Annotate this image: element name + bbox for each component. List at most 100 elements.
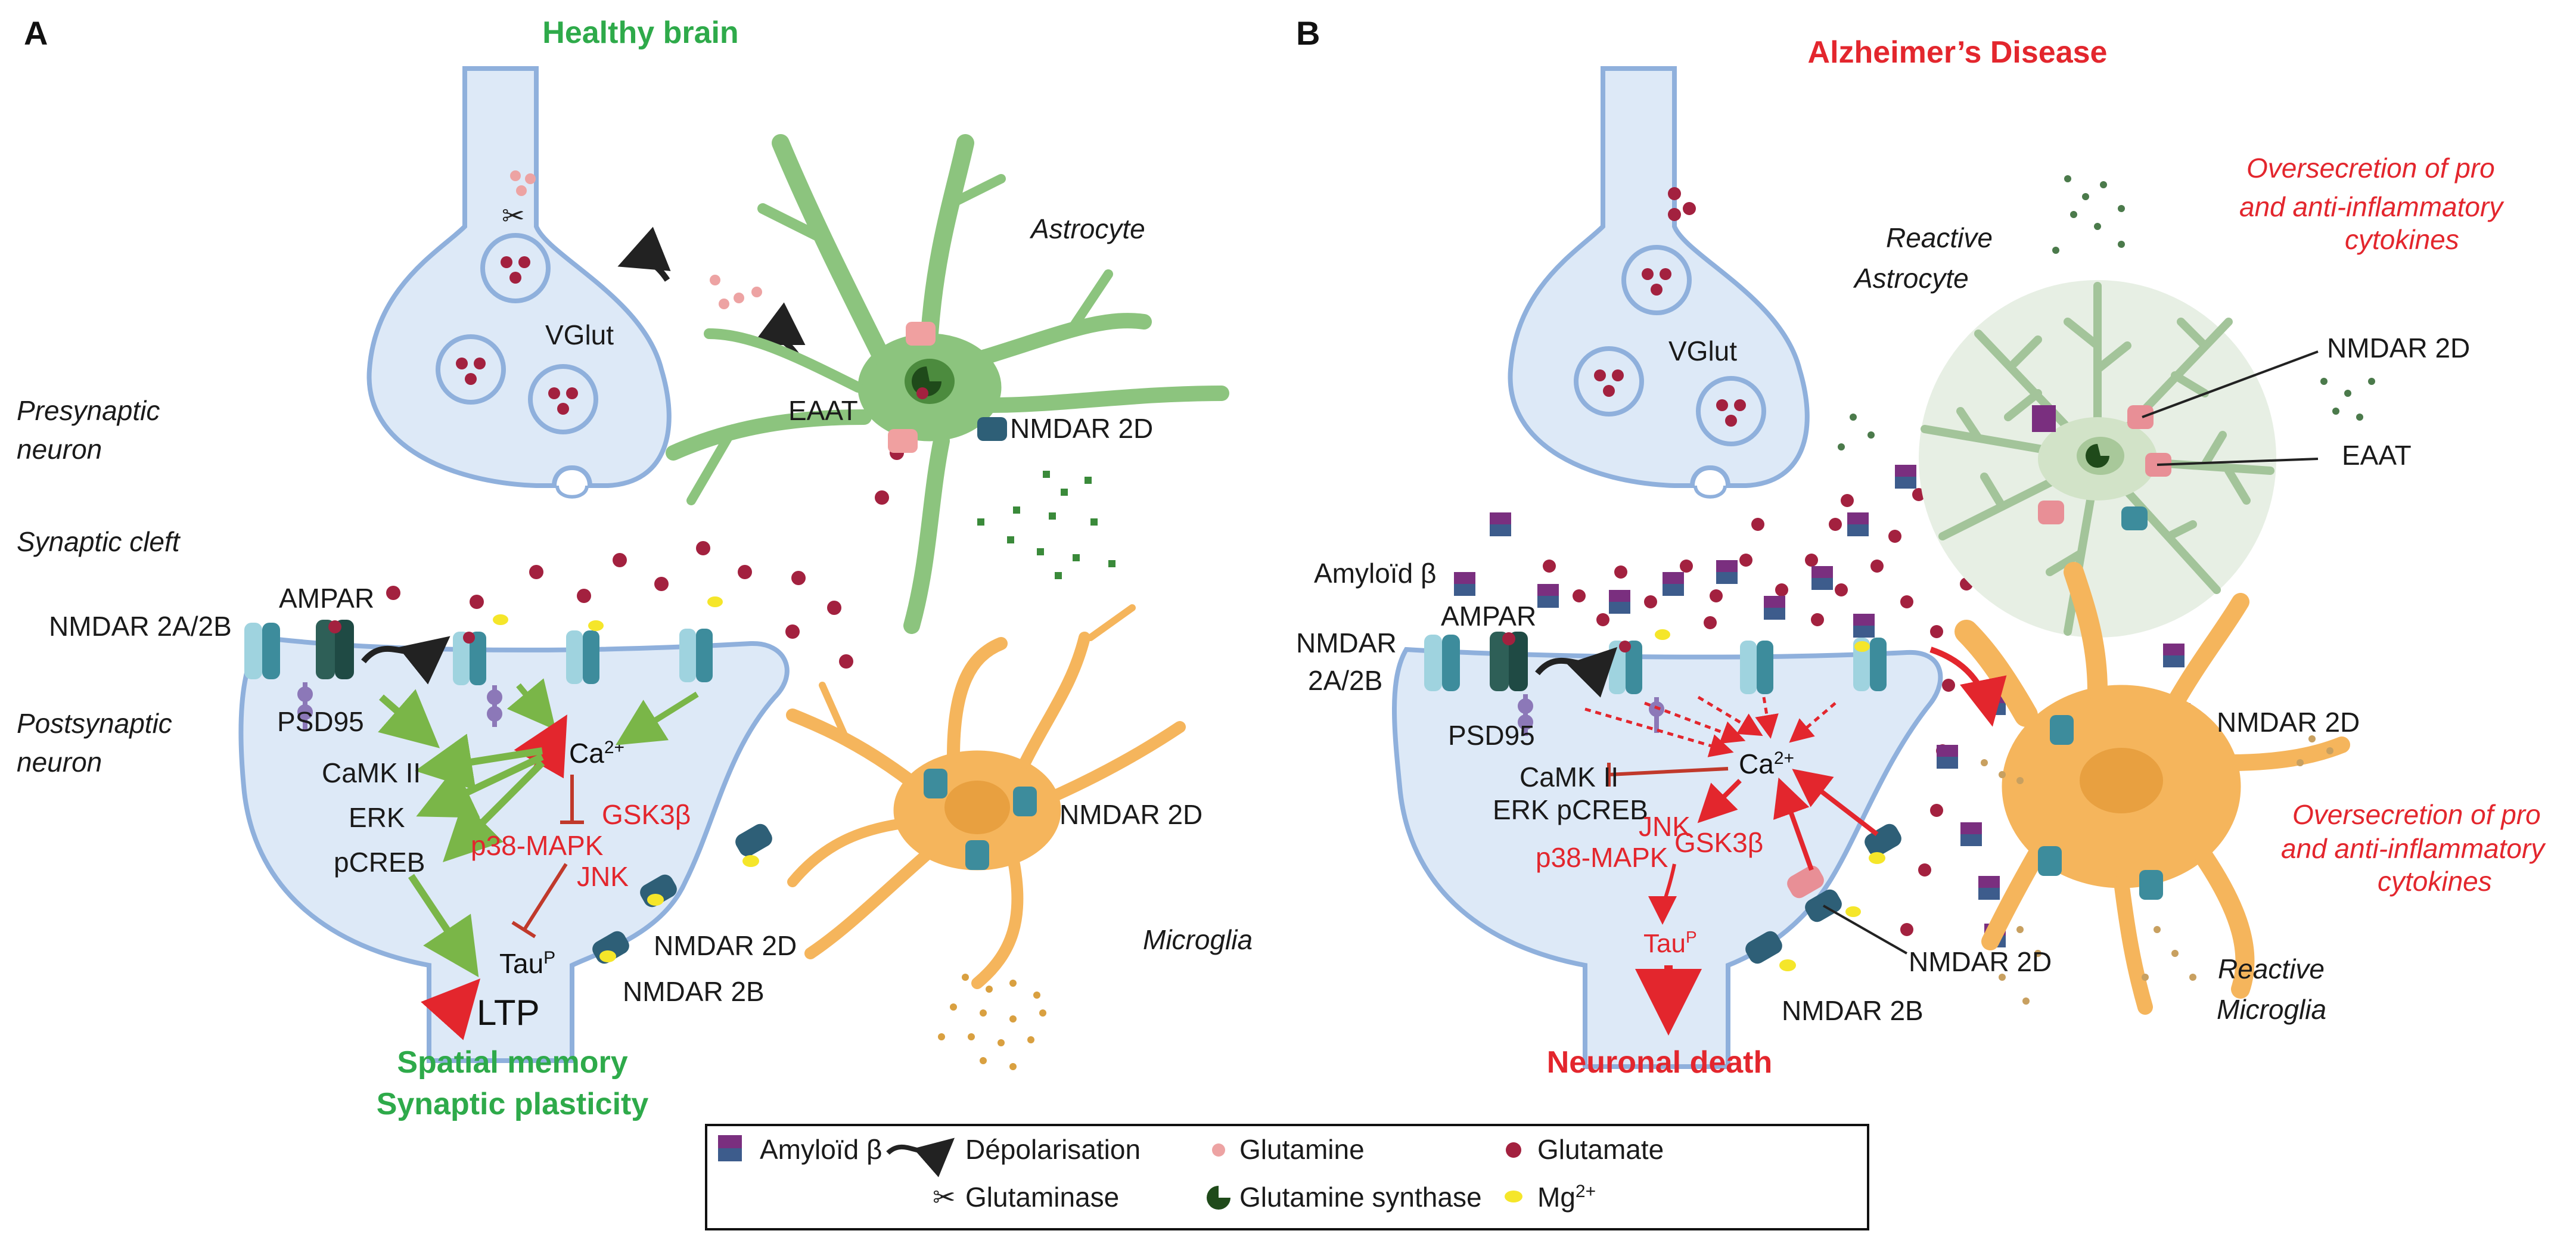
nmdar-2d-pointer (2142, 350, 2319, 418)
nmdar-2b-receptor (592, 931, 629, 964)
ampar-receptor (1490, 632, 1528, 691)
mg-ion (1854, 641, 1870, 652)
postsynaptic-label-2: neuron (17, 747, 102, 778)
mg-ion (588, 620, 604, 631)
legend: Amyloïd β Dépolarisation Glutamine Gluta… (705, 1124, 1869, 1230)
glutamate-cluster (386, 446, 904, 669)
postsynaptic-label: Postsynaptic (17, 708, 172, 739)
ca-rise-arrows (1697, 769, 1879, 871)
panel-b: B Alzheimer’s Disease VGlut (1296, 14, 2546, 1080)
eaat-label: EAAT (788, 395, 858, 426)
reactive-microglia-label: Reactive (2218, 953, 2325, 984)
ca-label: Ca2+ (1739, 748, 1794, 779)
legend-glutamine-synthase: Glutamine synthase (1239, 1182, 1482, 1213)
neuronal-death-label: Neuronal death (1547, 1045, 1773, 1080)
nmdar-receptor (679, 629, 713, 682)
nmdar-2a2b-receptor (244, 623, 280, 679)
camk-label: CaMK II (322, 757, 421, 788)
reactive-astrocyte-cell (1919, 280, 2276, 638)
glutamine-dot (510, 170, 521, 181)
glutamine-dot (751, 287, 762, 297)
ltp-arrow (421, 978, 481, 1040)
nmdar-2a2b-label: NMDAR (1296, 627, 1397, 658)
mg-legend-icon (1505, 1191, 1522, 1202)
nmdar-2d-astro-label: NMDAR 2D (2327, 332, 2470, 363)
nmdar-2b-receptor (1745, 931, 1796, 971)
gsk-label: GSK3β (602, 799, 691, 830)
legend-glutaminase: Glutaminase (965, 1182, 1119, 1213)
glutaminase-legend-icon: ✂ (933, 1182, 956, 1213)
p38-label: p38-MAPK (1536, 842, 1668, 873)
psd95-scaffold (297, 682, 502, 730)
oversecretion-micro-3: cytokines (2378, 866, 2492, 897)
nmdar-2d-receptor (924, 769, 947, 798)
nmdar-receptor (566, 630, 599, 684)
vglut-label: VGlut (1668, 335, 1737, 366)
nmdar-2d-receptor (977, 417, 1007, 441)
nmdar-receptor (1609, 641, 1642, 694)
nmdar-2d-receptor (1013, 787, 1037, 816)
vesicle (528, 364, 598, 434)
presynaptic-label-2: neuron (17, 434, 102, 465)
panel-a-title: Healthy brain (542, 15, 738, 50)
vglut-label: VGlut (545, 319, 614, 350)
erk-label: ERK (349, 802, 405, 833)
nmdar-2d-post-pointer (1823, 905, 1907, 955)
glutamine-legend-icon (1212, 1143, 1225, 1157)
nmdar-2d-receptor (965, 840, 989, 870)
tau-label: TauP (499, 948, 555, 979)
oversecretion-micro-1: Oversecretion of pro (2292, 799, 2541, 830)
glutaminase-icon: ✂ (502, 200, 525, 231)
microglia-nucleus (944, 781, 1010, 834)
glutamate-dot (916, 387, 928, 399)
nmdar-2d-micro-label: NMDAR 2D (2217, 707, 2360, 738)
mg-ion (1845, 906, 1861, 917)
p38-label: p38-MAPK (471, 830, 604, 861)
vesicle (480, 233, 551, 303)
synaptic-plasticity-label: Synaptic plasticity (377, 1087, 649, 1121)
oversecretion-astro-3: cytokines (2345, 224, 2459, 255)
legend-amyloid: Amyloïd β (760, 1134, 882, 1165)
vesicle (1621, 245, 1692, 315)
tau-arrow (1648, 863, 1677, 925)
depolarisation-legend-icon (886, 1138, 955, 1177)
glutamate-legend-icon (1506, 1142, 1521, 1158)
nmdar-2d-astro-label: NMDAR 2D (1010, 413, 1153, 444)
mg-ion (1655, 629, 1670, 640)
astrocyte-secretion (977, 471, 1115, 579)
panel-a-letter: A (24, 14, 48, 52)
nmdar-2b-label: NMDAR 2B (623, 976, 765, 1007)
nmdar-2d-receptor (2038, 846, 2062, 876)
nmdar-2d-receptor (640, 874, 677, 908)
glutamine-dot (710, 275, 720, 285)
oversecretion-astro-1: Oversecretion of pro (2246, 153, 2495, 184)
eaat-transporter (888, 429, 918, 453)
nmdar-2d-receptor (2139, 870, 2163, 900)
nmdar-2a2b-receptor (1424, 635, 1460, 691)
jnk-label: JNK (1639, 811, 1691, 842)
glutamate-dot (1683, 202, 1696, 215)
mg-ion (493, 614, 508, 625)
astrocyte-secretion (1838, 175, 2375, 450)
legend-box (705, 1124, 1869, 1230)
gsk-label: GSK3β (1674, 827, 1763, 858)
synaptic-cleft-label: Synaptic cleft (17, 526, 181, 557)
astrocyte-receptors (2032, 405, 2171, 530)
glutamate-dot (1668, 187, 1681, 200)
glutamine-dot (734, 293, 744, 303)
microglia-secretion (1981, 735, 2333, 1005)
inhibition-line (1608, 767, 1729, 776)
tau-label: TauP (1643, 928, 1697, 958)
eaat-label: EAAT (2342, 440, 2412, 471)
camk-label: CaMK II (1520, 762, 1618, 793)
astrocyte-label: Astrocyte (1029, 213, 1145, 244)
depolarisation-arrow (1535, 647, 1618, 698)
reactive-astrocyte-label-2: Astrocyte (1853, 263, 1969, 294)
ampar-label: AMPAR (1441, 601, 1536, 632)
oversecretion-micro-2: and anti-inflammatory (2281, 833, 2546, 864)
pcreb-label: pCREB (334, 847, 425, 878)
legend-mg: Mg2+ (1537, 1182, 1596, 1213)
synaptic-nub (555, 485, 589, 499)
